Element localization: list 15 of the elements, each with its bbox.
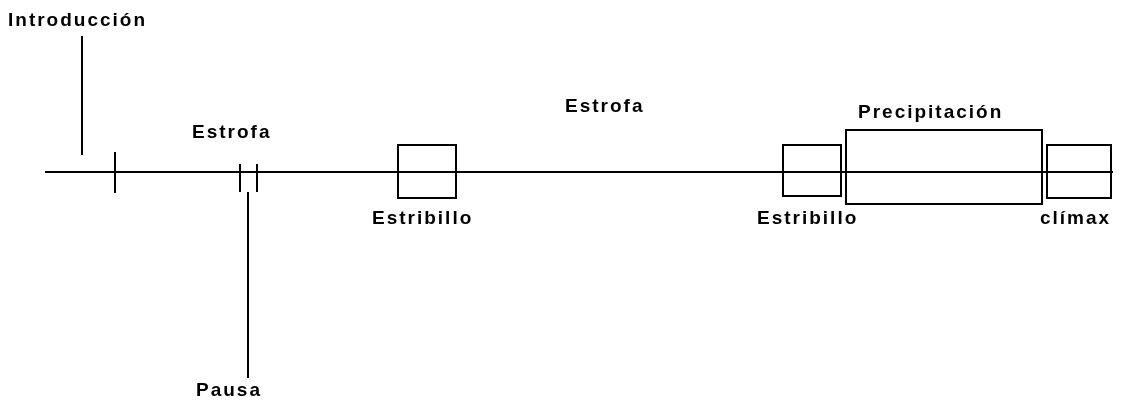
section-caption: Estribillo (372, 206, 474, 230)
section-box (1046, 144, 1112, 199)
section-caption: Estribillo (757, 206, 859, 230)
text-label: Introducción (8, 8, 148, 32)
pause-mark (239, 163, 258, 193)
section-label: Estrofa (192, 120, 272, 144)
section-box (782, 144, 842, 197)
leader-line (81, 35, 83, 156)
section-caption: Precipitación (858, 100, 1004, 124)
section-caption: clímax (1040, 206, 1112, 230)
leader-line (247, 191, 249, 379)
text-label: Pausa (196, 378, 262, 402)
section-label: Estrofa (565, 94, 645, 118)
section-box (397, 144, 457, 199)
section-box (845, 129, 1043, 205)
